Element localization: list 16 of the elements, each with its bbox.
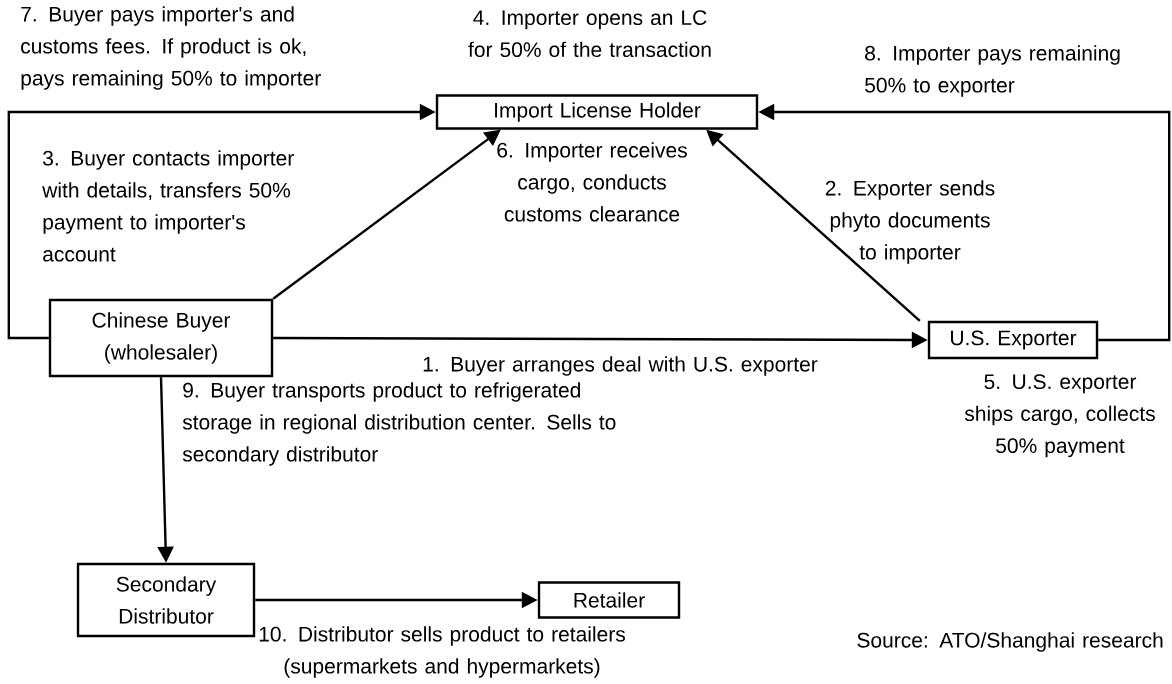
- note-text: Source: ATO/Shanghai research: [857, 632, 1163, 652]
- process-box: Chinese Buyer (wholesaler): [48, 298, 274, 378]
- process-box: Import License Holder: [435, 94, 759, 130]
- edge-label: 8. Importer pays remaining 50% to exporter: [865, 45, 1120, 97]
- edge-label: 10. Distributor sells product to retailers (supermarkets and hypermarkets): [259, 626, 625, 678]
- edge-label: 3. Buyer contacts importer with details, transfers 50% payment to importer's account: [42, 150, 294, 262]
- note-text: 6. Importer receives cargo, conducts customs clearance: [497, 142, 687, 222]
- edge-label: 1. Buyer arranges deal with U.S. exporter: [423, 356, 818, 376]
- process-box: Retailer: [537, 581, 681, 619]
- note-text: 4. Importer opens an LC for 50% of the transaction: [468, 10, 711, 58]
- edge-label: 9. Buyer transports product to refrigerated storage in regional distribution center. Sells to secondary distributor: [182, 382, 616, 466]
- process-box: Secondary Distributor: [76, 562, 256, 638]
- edge-label: 2. Exporter sends phyto documents to importer: [825, 180, 995, 264]
- process-box: U.S. Exporter: [927, 320, 1099, 360]
- note-text: 5. U.S. exporter ships cargo, collects 50% payment: [964, 374, 1155, 458]
- edge-label: 7. Buyer pays importer's and customs fees. If product is ok, pays remaining 50% to importer: [21, 6, 321, 90]
